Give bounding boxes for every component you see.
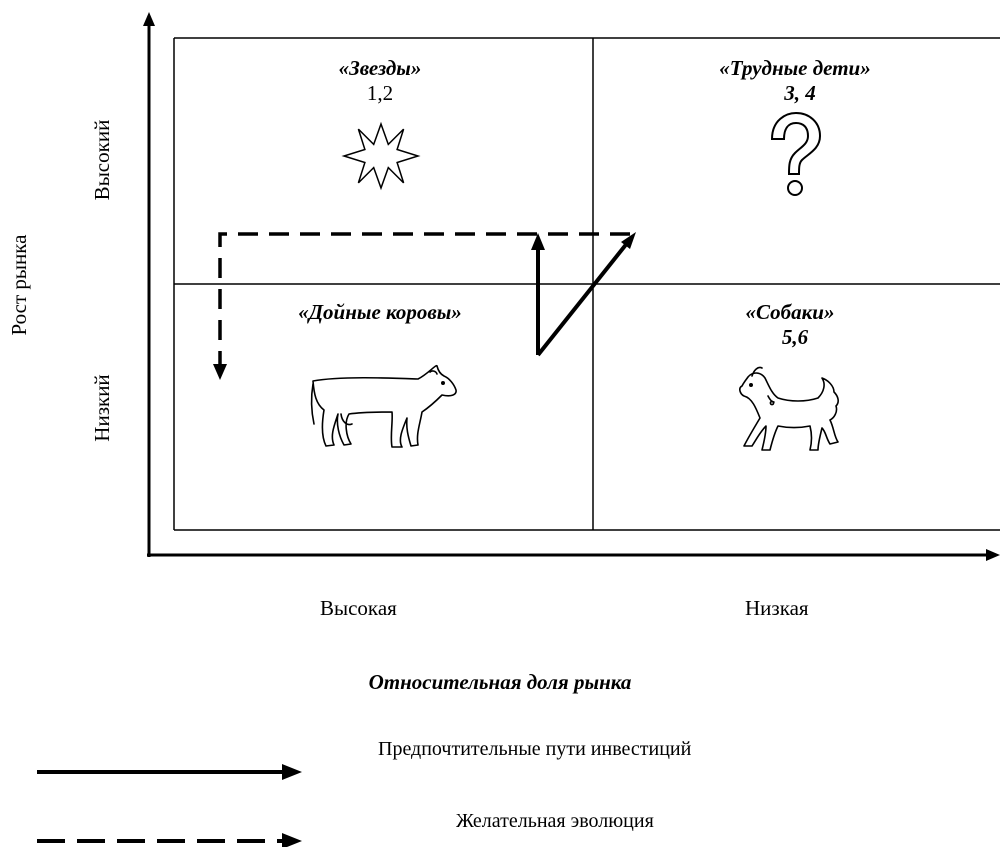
x-axis (147, 549, 1000, 561)
evolution-path-arrowhead (213, 364, 227, 380)
x-axis-high-label: Высокая (320, 596, 397, 620)
y-axis-high-label: Высокий (90, 119, 114, 201)
investment-path-arrowhead-up (531, 233, 545, 250)
cow-icon (310, 364, 457, 448)
x-axis-low-label: Низкая (745, 596, 809, 620)
stars-numbers: 1,2 (366, 81, 394, 105)
y-axis-low-label: Низкий (90, 374, 114, 442)
question-marks-title: «Трудные дети» (719, 56, 871, 80)
dogs-title: «Собаки» (745, 300, 835, 324)
y-axis-title: Рост рынка (7, 234, 31, 336)
cash-cows-title: «Дойные коровы» (298, 300, 462, 324)
question-marks-numbers: 3, 4 (784, 81, 816, 105)
x-axis-title: Относительная доля рынка (368, 670, 632, 694)
star-icon (341, 121, 421, 191)
dogs-numbers: 5,6 (781, 325, 809, 349)
legend-dashed-label: Желательная эволюция (456, 810, 654, 832)
investment-path-diagonal (536, 235, 634, 357)
legend-solid-line (37, 764, 302, 780)
stars-title: «Звезды» (338, 56, 422, 80)
dog-icon (739, 366, 839, 451)
y-axis-arrowhead (143, 12, 155, 26)
investment-path-arrowhead-diagonal (621, 232, 636, 249)
question-mark-icon (770, 111, 822, 196)
x-axis-arrowhead (986, 549, 1000, 561)
investment-path-arrows (531, 232, 636, 357)
legend-solid-label: Предпочтительные пути инвестиций (378, 738, 692, 760)
legend-dashed-line (37, 833, 302, 847)
y-axis (143, 12, 155, 557)
evolution-path-arrow (213, 232, 630, 380)
matrix-grid (173, 37, 1000, 531)
